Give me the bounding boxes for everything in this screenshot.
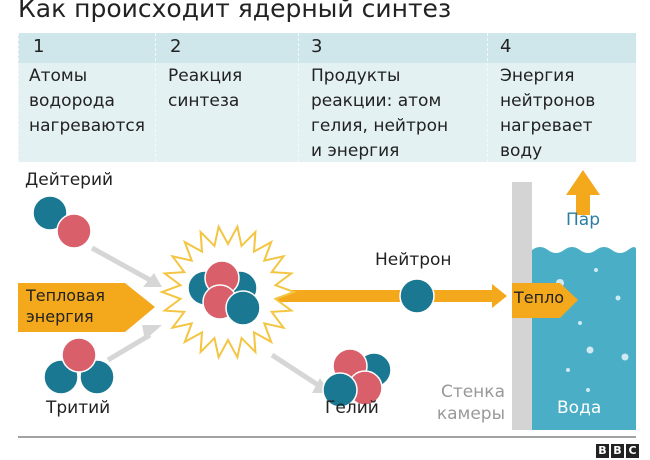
helium-label: Гелий — [325, 398, 379, 418]
steam-label: Пар — [566, 210, 600, 230]
steps-header — [18, 33, 636, 63]
energy-beam — [270, 290, 495, 302]
step-text: Атомы водорода нагреваются — [29, 66, 145, 136]
neutron-particle — [32, 195, 68, 231]
heat-label: Тепло — [514, 288, 565, 307]
proton-particle — [61, 337, 97, 373]
steam-arrow-icon — [566, 170, 600, 215]
heat-arrow — [512, 283, 578, 318]
page-title: Как происходит ядерный синтез — [18, 0, 452, 23]
neutron-particle — [399, 278, 435, 314]
step-4: 4 Энергия нейтронов нагревает воду — [487, 33, 637, 162]
proton-particle — [56, 213, 92, 249]
step-number: 4 — [500, 36, 512, 57]
helium-arrow — [270, 352, 320, 388]
deuterium-arrow — [90, 245, 152, 283]
thermal-energy-arrow — [18, 283, 155, 332]
tritium-label: Тритий — [46, 398, 111, 418]
water-label: Вода — [557, 398, 602, 418]
bbc-logo: B B C — [596, 444, 639, 458]
step-1: 1 Атомы водорода нагреваются — [18, 33, 156, 162]
step-text: Реакция синтеза — [168, 66, 243, 111]
step-2: 2 Реакция синтеза — [155, 33, 299, 162]
step-text: Продукты реакции: атом гелия, нейтрон и … — [311, 66, 449, 161]
chamber-wall-label: Стенка камеры — [436, 382, 505, 424]
thermal-energy-label: Тепловая энергия — [26, 286, 105, 326]
neutron-label: Нейтрон — [375, 250, 452, 270]
step-number: 2 — [170, 36, 182, 57]
step-text: Энергия нейтронов нагревает воду — [500, 66, 596, 161]
deuterium-label: Дейтерий — [25, 170, 114, 190]
step-number: 1 — [33, 36, 45, 57]
step-3: 3 Продукты реакции: атом гелия, нейтрон … — [298, 33, 488, 162]
steps-table: 1 Атомы водорода нагреваются 2 Реакция с… — [18, 33, 636, 162]
tritium-arrow — [106, 332, 152, 363]
step-number: 3 — [311, 36, 323, 57]
